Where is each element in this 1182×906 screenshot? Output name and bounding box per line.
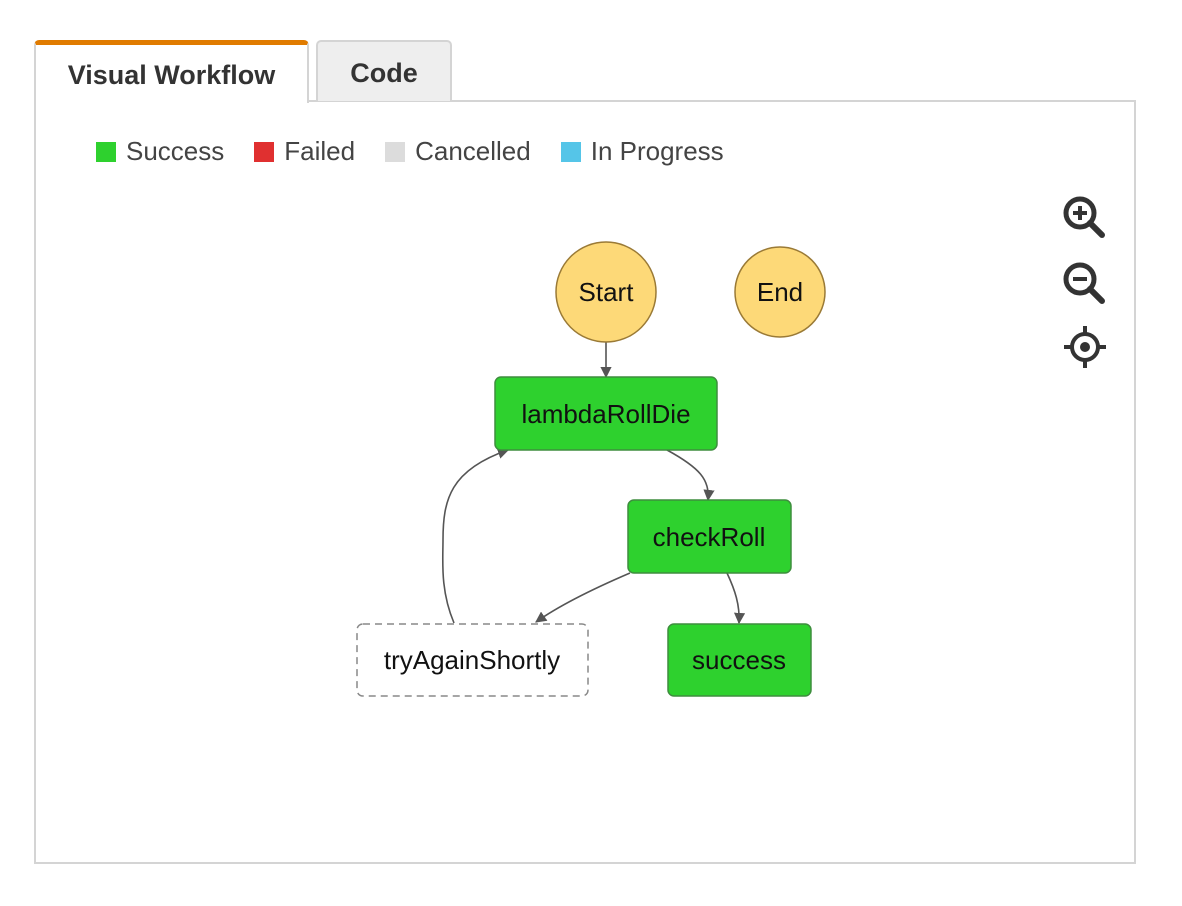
legend-swatch-in-progress [560, 141, 581, 162]
edge-checkRoll-to-tryAgainShortly [535, 572, 631, 623]
node-end-label: End [757, 277, 803, 307]
node-end-shape [734, 246, 826, 338]
tab-visual-workflow-label: Visual Workflow [67, 59, 276, 90]
edge-tryAgainShortly-to-lambdaRollDie [441, 447, 510, 624]
zoom-out-button[interactable] [1059, 258, 1109, 308]
legend-swatch-cancelled [385, 141, 406, 162]
tab-code-label: Code [350, 58, 418, 88]
node-tryAgainShortly-shape [356, 623, 589, 697]
legend-label-failed: Failed [284, 136, 356, 166]
node-start-shape [555, 241, 657, 343]
tab-code[interactable]: Code [316, 40, 452, 101]
node-success[interactable]: success [667, 623, 812, 697]
node-success-label: success [692, 645, 786, 675]
node-tryAgainShortly[interactable]: tryAgainShortly [356, 623, 589, 697]
legend-swatch-success [96, 141, 116, 162]
node-checkRoll-label: checkRoll [653, 522, 766, 552]
workflow-edges [441, 342, 746, 625]
legend-swatch-failed [254, 141, 275, 162]
node-end[interactable]: End [734, 246, 826, 338]
workflow-panel [34, 100, 1136, 864]
node-start-label: Start [579, 277, 635, 307]
legend-label-success: Success [126, 136, 225, 166]
node-start[interactable]: Start [555, 241, 657, 343]
legend-label-cancelled: Cancelled [415, 136, 531, 166]
edge-lambdaRollDie-to-checkRoll [666, 449, 715, 502]
center-button[interactable] [1060, 322, 1110, 372]
node-success-shape [667, 623, 812, 697]
zoom-out-icon [1063, 262, 1105, 304]
node-lambdaRollDie-label: lambdaRollDie [521, 399, 690, 429]
node-tryAgainShortly-label: tryAgainShortly [384, 645, 560, 675]
legend-item-cancelled: Cancelled [385, 136, 531, 167]
status-legend: Success Failed Cancelled In Progress [96, 136, 754, 167]
edge-checkRoll-to-success [726, 572, 746, 625]
tab-visual-workflow[interactable]: Visual Workflow [34, 40, 309, 103]
node-lambdaRollDie[interactable]: lambdaRollDie [494, 376, 718, 451]
zoom-in-icon [1063, 196, 1105, 238]
zoom-in-button[interactable] [1059, 192, 1109, 242]
legend-label-in-progress: In Progress [590, 136, 724, 166]
node-checkRoll-shape [627, 499, 792, 574]
node-checkRoll[interactable]: checkRoll [627, 499, 792, 574]
node-lambdaRollDie-shape [494, 376, 718, 451]
center-icon [1064, 326, 1106, 368]
legend-item-in-progress: In Progress [560, 136, 724, 167]
legend-item-success: Success [96, 136, 224, 167]
legend-item-failed: Failed [254, 136, 355, 167]
